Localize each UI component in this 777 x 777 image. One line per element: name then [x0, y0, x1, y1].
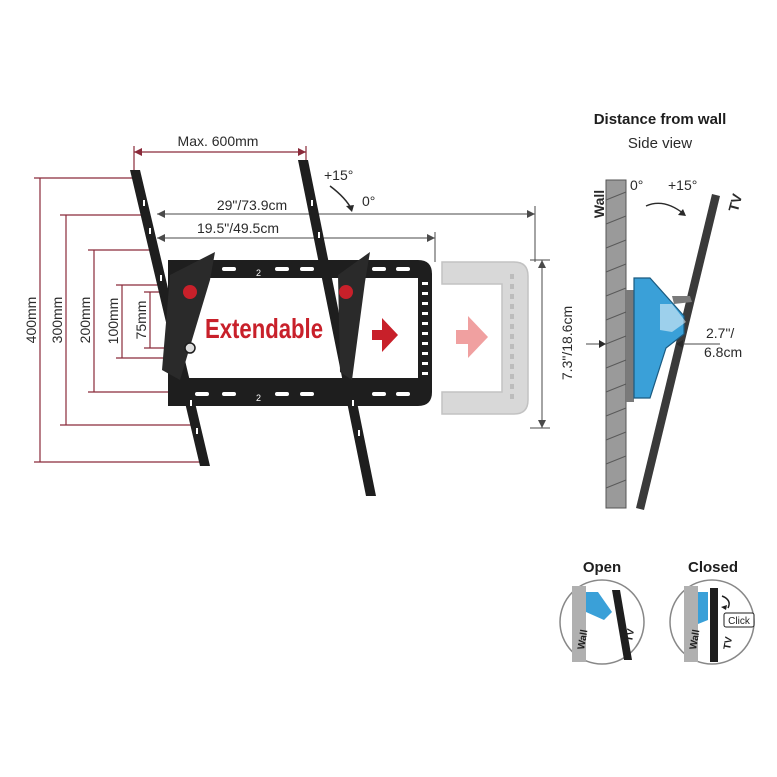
width-29-label: 29"/73.9cm: [217, 197, 287, 213]
extendable-label: Extendable: [205, 313, 323, 344]
width-dimensions: 29"/73.9cm 19.5"/49.5cm: [157, 197, 536, 262]
right-knob-icon: [339, 285, 353, 299]
side-view: Distance from wall Side view Wall TV: [586, 111, 745, 510]
depth-dimension: 7.3"/18.6cm: [530, 259, 575, 429]
side-view-subtitle: Side view: [628, 135, 692, 152]
bracket-mark-top: 2: [256, 268, 261, 278]
lock-open-tv-label: TV: [624, 628, 637, 643]
front-view: Max. 600mm 400mm 300mm 20: [23, 133, 575, 496]
max-width-dimension: Max. 600mm: [133, 133, 307, 172]
lock-click-arrow-icon: [721, 605, 727, 610]
lock-open-wall-label: Wall: [576, 629, 590, 651]
lock-open-diagram: Wall TV: [559, 579, 645, 665]
lock-open-label: Open: [583, 559, 621, 576]
tv-arm-right: [298, 160, 376, 496]
lock-closed-diagram: Click Wall TV: [669, 579, 755, 665]
wall-section: [605, 179, 627, 509]
wall-plate: 2 2: [168, 260, 432, 406]
tv-arm-left: [130, 170, 215, 466]
side-plus15-label: +15°: [668, 177, 697, 193]
height-300-label: 300mm: [49, 297, 65, 344]
side-tv-label: TV: [725, 191, 745, 213]
side-distance-label-2: 6.8cm: [704, 344, 742, 360]
lock-detail: Open Closed Wall TV Click Wall TV: [559, 559, 755, 665]
lock-closed-label: Closed: [688, 559, 738, 576]
side-zero-label: 0°: [630, 177, 643, 193]
max-width-label: Max. 600mm: [178, 133, 259, 149]
lock-closed-tv-label: TV: [722, 636, 735, 651]
tilt-arrow-icon: [346, 205, 354, 212]
tilt-indicator: +15° 0°: [324, 167, 375, 212]
side-view-title: Distance from wall: [594, 111, 727, 128]
lock-closed-wall-label: Wall: [688, 629, 702, 651]
height-dimensions: 400mm 300mm 200mm 100mm 75mm: [23, 177, 205, 463]
side-tv-panel: [636, 194, 720, 510]
height-75-label: 75mm: [133, 301, 149, 340]
side-tilt-arrow-icon: [678, 209, 686, 216]
left-knob-icon: [183, 285, 197, 299]
bracket-mark-bottom: 2: [256, 393, 261, 403]
side-wall-label: Wall: [591, 190, 607, 218]
lock-click-label: Click: [728, 616, 751, 627]
ghost-arrow-icon: [456, 316, 488, 358]
extend-arrow-icon: [372, 318, 398, 352]
width-19-label: 19.5"/49.5cm: [197, 220, 279, 236]
height-200-label: 200mm: [77, 297, 93, 344]
side-bracket: [626, 277, 692, 402]
height-100-label: 100mm: [105, 298, 121, 345]
tilt-zero-label: 0°: [362, 193, 375, 209]
tilt-plus-label: +15°: [324, 167, 353, 183]
side-distance-label-1: 2.7"/: [706, 325, 734, 341]
depth-label: 7.3"/18.6cm: [559, 306, 575, 380]
ghost-bracket: [441, 261, 529, 415]
height-400-label: 400mm: [23, 297, 39, 344]
